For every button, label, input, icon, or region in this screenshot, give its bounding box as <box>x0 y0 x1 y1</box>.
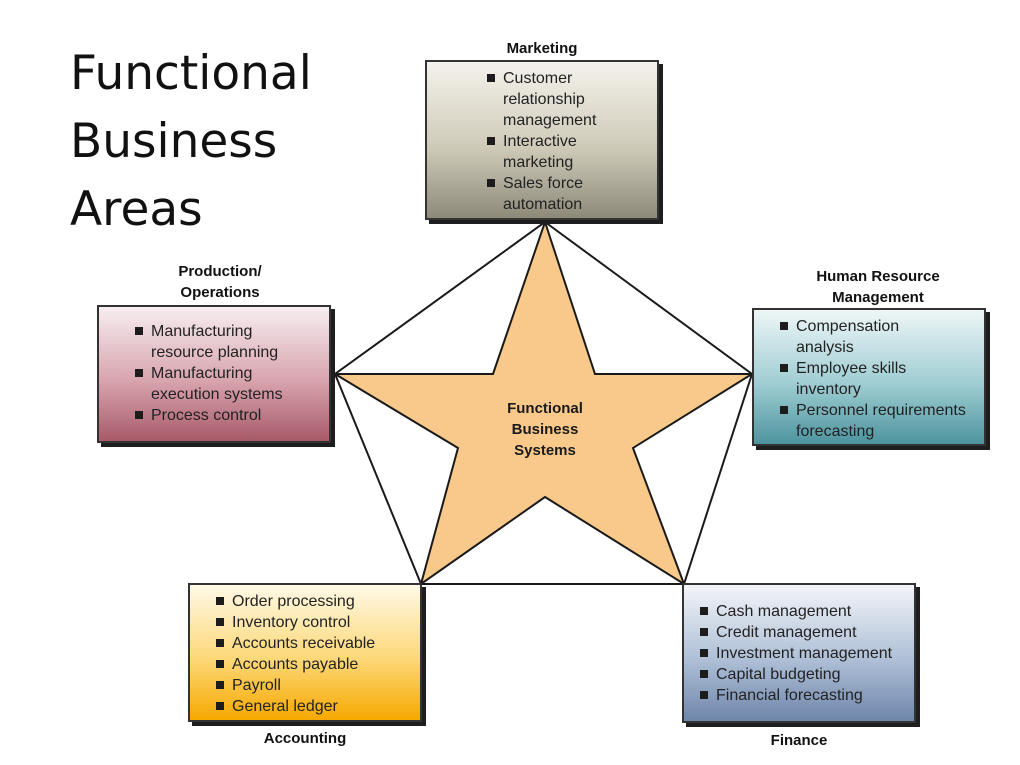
list-item: General ledger <box>212 696 420 717</box>
slide-title-line: Business <box>70 114 278 169</box>
slide-title-line: Functional <box>70 46 312 101</box>
list-item: Compensation analysis <box>776 316 926 358</box>
hr-label: Human Resource Management <box>768 266 988 308</box>
finance-label: Finance <box>770 732 828 749</box>
list-item: Manufacturing resource planning <box>131 321 311 363</box>
outer-pentagon <box>333 220 754 585</box>
marketing-label: Marketing <box>506 40 578 57</box>
production-label-line: Production/ <box>178 263 262 280</box>
list-item: Process control <box>131 405 311 426</box>
production-box: Manufacturing resource planning Manufact… <box>97 305 331 443</box>
center-label-line: Functional <box>507 400 583 417</box>
list-item: Order processing <box>212 591 420 612</box>
center-label-line: Business <box>511 421 579 438</box>
production-label: Production/ Operations <box>110 261 330 303</box>
slide-title-line: Areas <box>70 182 203 237</box>
hr-label-line: Management <box>832 289 924 306</box>
list-item: Accounts receivable <box>212 633 420 654</box>
list-item: Employee skills inventory <box>776 358 946 400</box>
list-item: Inventory control <box>212 612 420 633</box>
center-star <box>331 218 756 587</box>
marketing-box: Customer relationship management Interac… <box>425 60 659 220</box>
list-item: Payroll <box>212 675 420 696</box>
list-item: Credit management <box>696 622 914 643</box>
accounting-box: Order processing Inventory control Accou… <box>188 583 422 722</box>
list-item: Sales force automation <box>483 173 633 215</box>
center-label-line: Systems <box>514 442 576 459</box>
production-label-line: Operations <box>180 284 260 301</box>
list-item: Cash management <box>696 601 914 622</box>
center-label: Functional Business Systems <box>470 398 620 461</box>
finance-box: Cash management Credit management Invest… <box>682 583 916 723</box>
accounting-label: Accounting <box>263 730 347 747</box>
list-item: Interactive marketing <box>483 131 633 173</box>
slide-title: Functional Business Areas <box>70 40 370 244</box>
list-item: Investment management <box>696 643 914 664</box>
list-item: Manufacturing execution systems <box>131 363 311 405</box>
list-item: Customer relationship management <box>483 68 633 131</box>
list-item: Personnel requirements forecasting <box>776 400 984 442</box>
hr-label-line: Human Resource <box>816 268 940 285</box>
hr-box: Compensation analysis Employee skills in… <box>752 308 986 446</box>
list-item: Accounts payable <box>212 654 420 675</box>
list-item: Capital budgeting <box>696 664 914 685</box>
list-item: Financial forecasting <box>696 685 914 706</box>
